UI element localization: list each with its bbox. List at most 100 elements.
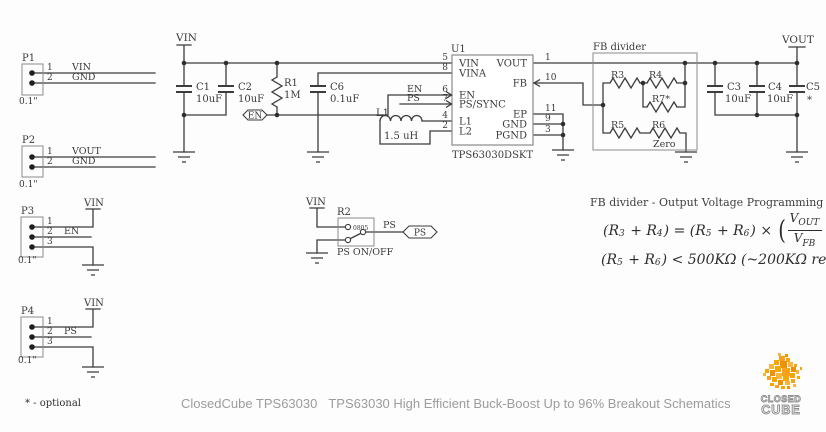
net-tag-en (242, 109, 268, 121)
connector-p3 (20, 216, 44, 258)
ic-u1 (445, 54, 541, 146)
p2-pin2-num: 2 (47, 157, 53, 167)
p2-pin1-num: 1 (47, 147, 53, 157)
u1-pin-l2-name: L2 (459, 127, 472, 138)
p4-pin3-num: 3 (47, 337, 53, 347)
p1-ref: P1 (22, 53, 35, 64)
net-tag-ps (402, 225, 438, 239)
p2-pin2-net: GND (72, 156, 96, 167)
ground-icon (674, 151, 698, 163)
u1-pin-vin-name: VIN (458, 59, 479, 70)
p4-pin2-num: 2 (47, 327, 53, 337)
r2-ref: R2 (337, 207, 351, 218)
u1-pin5-num: 5 (442, 53, 448, 63)
inductor-l1-symbol (379, 114, 423, 122)
l1-ref: L1 (376, 108, 389, 119)
fb-divider-title: FB divider (593, 42, 646, 53)
capacitor-c4-symbol (749, 85, 765, 93)
u1-pin-fb-name: FB (513, 79, 527, 90)
r7-ref: R7* (652, 94, 670, 105)
c4-ref: C4 (768, 82, 782, 93)
resistor-r1-symbol (270, 76, 284, 108)
ground-icon (81, 264, 105, 276)
r5-ref: R5 (611, 120, 624, 131)
c6-value: 0.1uF (330, 94, 359, 105)
capacitor-c2-symbol (218, 85, 234, 93)
r2-section-wires (309, 207, 404, 254)
connector-p4 (20, 316, 44, 358)
ground-icon (306, 151, 330, 163)
en-stub-label: EN (407, 84, 422, 95)
jumper-r2 (337, 217, 375, 247)
formula-heading: FB divider - Output Voltage Programming (590, 196, 824, 209)
r6-ref: R6 (652, 120, 665, 131)
p3-pin2-net: EN (64, 226, 79, 237)
c5-value: * (807, 95, 812, 106)
u1-pin7-num: 7 (442, 94, 448, 104)
c6-ref: C6 (330, 82, 344, 93)
logo-text-cube: CUBE (761, 403, 800, 417)
vin-section-wires (176, 44, 453, 153)
c3-ref: C3 (727, 82, 741, 93)
vin-terminal-label: VIN (83, 198, 104, 209)
c2-ref: C2 (238, 82, 252, 93)
connector-p2 (21, 145, 44, 178)
u1-pin11-num: 11 (545, 104, 556, 114)
p4-ref: P4 (21, 306, 34, 317)
r3-ref: R3 (611, 70, 624, 81)
connector-wires (31, 72, 156, 368)
fb-divider-box (592, 52, 698, 151)
u1-pin-ep-name: EP (513, 110, 527, 121)
u1-pin2-num: 2 (442, 121, 448, 131)
u1-pin3-num: 3 (545, 125, 551, 135)
p1-pitch: 0.1" (19, 97, 37, 107)
u1-pin-l1-name: L1 (459, 117, 472, 128)
capacitor-c6-symbol (310, 85, 326, 93)
c3-value: 10uF (725, 94, 751, 105)
u1-part: TPS63030DSKT (452, 150, 533, 161)
r2-size: 0805 (353, 225, 368, 232)
resistor-r7-symbol (646, 100, 678, 114)
ps-tag-label: PS (414, 229, 426, 239)
r1-value: 1M (284, 90, 301, 101)
ps-wire-label: PS (383, 220, 396, 231)
c5-ref: C5 (806, 82, 820, 93)
c1-ref: C1 (196, 82, 210, 93)
u1-pin-gnd-name: GND (502, 120, 527, 131)
r4-ref: R4 (649, 70, 662, 81)
p4-pin2-net: PS (64, 326, 77, 337)
p1-pin2-net: GND (72, 72, 96, 83)
u1-pin-ps-name: PS/SYNC (459, 100, 506, 111)
u1-pin8-num: 8 (442, 63, 448, 73)
r2-caption: PS ON/OFF (337, 247, 394, 258)
p1-pin2-num: 2 (47, 73, 53, 83)
p2-pin1-net: VOUT (71, 146, 101, 157)
vin-terminal-label: VIN (83, 298, 104, 309)
junction-dots (181, 60, 800, 138)
input-arrow-icon (445, 99, 453, 109)
p2-pitch: 0.1" (19, 180, 37, 190)
p3-pin3-num: 3 (47, 237, 53, 247)
connector-p1 (21, 63, 44, 96)
u1-pin-vina-name: VINA (458, 69, 487, 80)
resistor-r4-symbol (646, 76, 678, 90)
u1-ref: U1 (451, 44, 466, 55)
p2-ref: P2 (22, 135, 35, 146)
p3-pin2-num: 2 (47, 227, 53, 237)
vin-terminal-label: VIN (305, 197, 326, 208)
logo-text-closed: CLOSED (761, 394, 802, 404)
u1-pin-vout-name: VOUT (496, 59, 528, 70)
closedcube-logo: CLOSED CUBE (760, 353, 802, 418)
u1-pin6-num: 6 (442, 85, 448, 95)
p3-pitch: 0.1" (18, 256, 36, 266)
ground-icon (172, 151, 196, 163)
c2-value: 10uF (238, 94, 264, 105)
ground-icon (551, 149, 575, 161)
cube-mosaic-icon (763, 353, 802, 389)
capacitor-c1-symbol (176, 85, 192, 93)
doc-maker: ClosedCube TPS63030 (181, 396, 318, 411)
u1-pin4-num: 4 (442, 111, 448, 121)
ps-stub-label: PS (407, 93, 420, 104)
capacitor-c5-symbol (789, 85, 805, 93)
